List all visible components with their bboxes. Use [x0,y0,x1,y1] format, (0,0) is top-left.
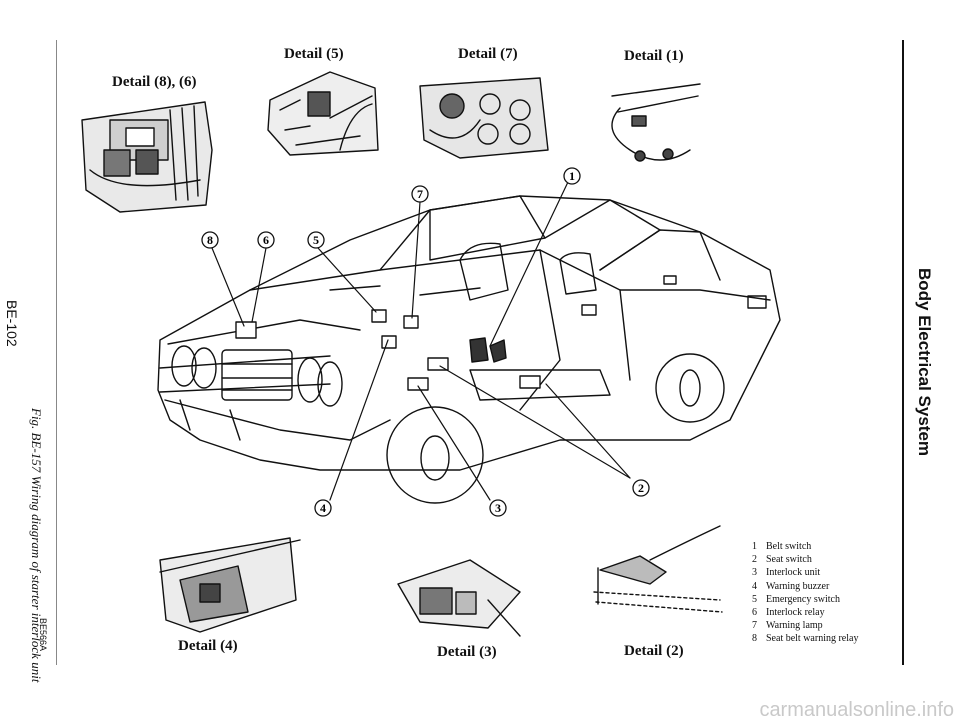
svg-text:5: 5 [313,233,319,247]
svg-text:4: 4 [320,501,326,515]
detail-8-6-inset [81,101,213,213]
callouts: 1 7 8 6 5 2 3 4 [201,167,650,517]
detail-4-inset [159,537,301,633]
leader-lines [211,181,631,501]
section-title: Body Electrical System [915,268,934,457]
detail-4-label: Detail (4) [178,638,238,654]
detail-5-label: Detail (5) [284,46,344,62]
callout-4: 4 [314,499,332,517]
callout-3: 3 [489,499,507,517]
callout-8: 8 [201,231,219,249]
detail-3-label: Detail (3) [437,644,497,660]
detail-7-inset [419,77,549,159]
detail-2-label: Detail (2) [624,643,684,659]
detail-5-inset [267,71,379,156]
right-rule [902,40,904,665]
page-number: BE-102 [4,300,20,347]
detail-2-inset [593,525,723,613]
callout-6: 6 [257,231,275,249]
detail-3-inset [397,559,521,637]
svg-text:7: 7 [417,187,423,201]
svg-text:6: 6 [263,233,269,247]
callout-7: 7 [411,185,429,203]
watermark: carmanualsonline.info [759,699,954,721]
car-body [157,195,781,504]
svg-text:1: 1 [569,169,575,183]
detail-7-label: Detail (7) [458,46,518,62]
figure-code: BE566A [38,618,48,652]
left-rule [56,40,57,665]
component-markers [235,309,541,391]
callout-5: 5 [307,231,325,249]
detail-8-6-label: Detail (8), (6) [112,74,197,90]
detail-1-label: Detail (1) [624,48,684,64]
callout-2: 2 [632,479,650,497]
svg-text:3: 3 [495,501,501,515]
callout-1: 1 [563,167,581,185]
svg-text:2: 2 [638,481,644,495]
detail-1-inset [611,83,701,162]
svg-text:8: 8 [207,233,213,247]
